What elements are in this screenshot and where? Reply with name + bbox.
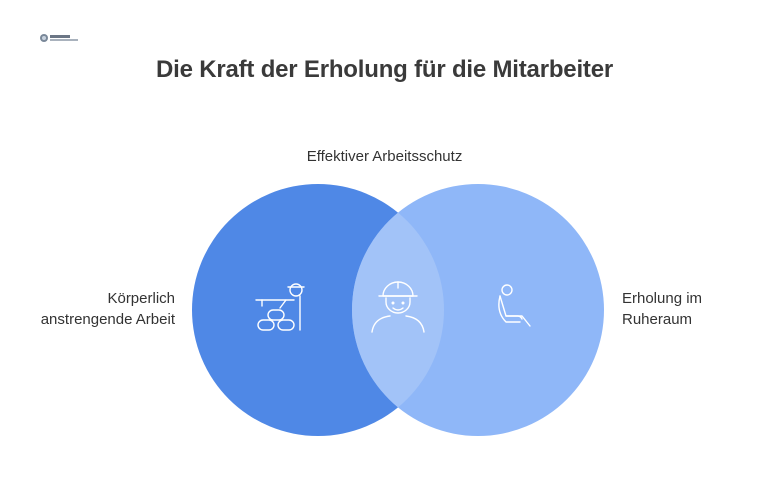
brand-logo [40, 34, 78, 42]
reclining-person-icon [498, 284, 531, 327]
label-left-circle: Körperlich anstrengende Arbeit [40, 290, 175, 328]
label-intersection: Effektiver Arbeitsschutz [306, 148, 463, 165]
label-right-circle: Erholung im Ruheraum [622, 290, 703, 328]
intersection-region [352, 184, 444, 436]
page-title: Die Kraft der Erholung für die Mitarbeit… [156, 56, 613, 83]
hardhat-worker-icon [371, 281, 425, 333]
worker-lifting-icon [255, 283, 305, 331]
